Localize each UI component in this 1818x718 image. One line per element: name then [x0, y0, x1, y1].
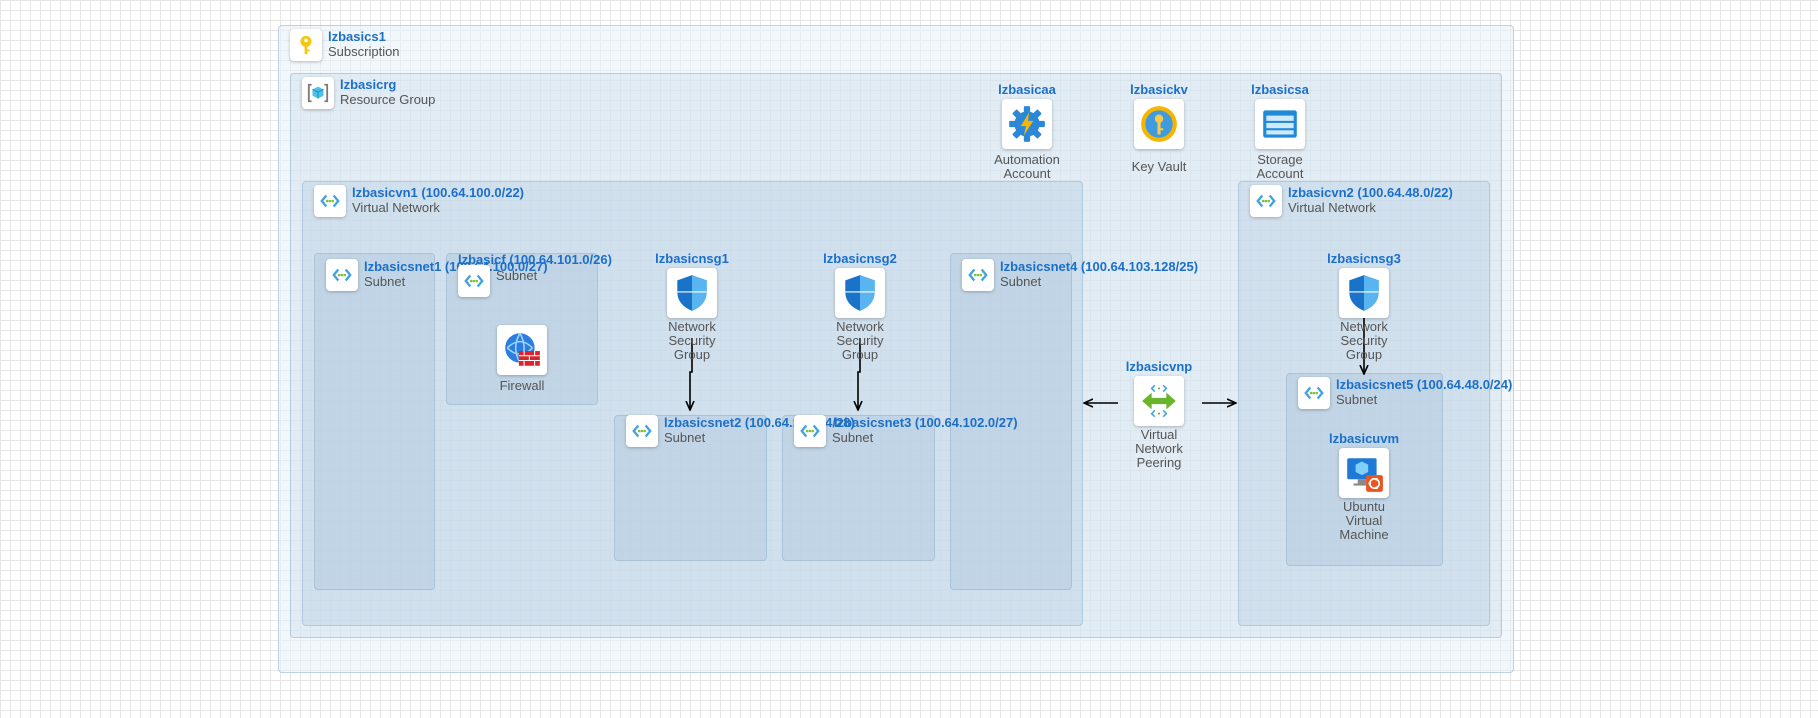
vnet2-type: Virtual Network — [1288, 200, 1376, 215]
nsg1-caption: Network Security Group — [668, 319, 716, 362]
resource-group-type: Resource Group — [340, 92, 436, 107]
snet4-type: Subnet — [1000, 274, 1042, 289]
key-vault-name: lzbasickv — [1130, 82, 1188, 97]
ubuntu-vm-node[interactable]: lzbasicuvm Ubuntu Virtual Machine — [1304, 431, 1424, 542]
subnet-icon — [326, 259, 358, 291]
automation-account-node[interactable]: lzbasicaa Automation Account — [967, 82, 1087, 181]
vnet1-name: lzbasicvn1 (100.64.100.0/22) — [352, 185, 525, 200]
ubuntu-vm-name: lzbasicuvm — [1328, 431, 1400, 446]
snet1-container[interactable] — [314, 253, 435, 590]
snet2-type: Subnet — [664, 430, 706, 445]
key-vault-caption: Key Vault — [1131, 159, 1187, 174]
automation-account-caption: Automation Account — [994, 152, 1060, 181]
subnet-icon — [962, 259, 994, 291]
snet3-header: lzbasicsnet3 (100.64.102.0/27)Subnet — [794, 415, 1018, 447]
snet5-type: Subnet — [1336, 392, 1378, 407]
snet1-type: Subnet — [364, 274, 406, 289]
nsg1-node[interactable]: lzbasicnsg1 Network Security Group — [632, 251, 752, 362]
resource-group-icon — [302, 77, 334, 109]
subnet-icon — [458, 265, 490, 297]
vnet-peering-caption: Virtual Network Peering — [1135, 427, 1183, 470]
snetf-name: lzbasicf (100.64.101.0/26) — [458, 252, 612, 267]
peering-icon — [1134, 376, 1184, 426]
key-icon — [290, 29, 322, 61]
nsg2-node[interactable]: lzbasicnsg2 Network Security Group — [800, 251, 920, 362]
nsg3-caption: Network Security Group — [1340, 319, 1388, 362]
automation-account-name: lzbasicaa — [998, 82, 1056, 97]
shield-icon — [835, 268, 885, 318]
snet4-header: lzbasicsnet4 (100.64.103.128/25)Subnet — [962, 259, 1198, 291]
snet4-name: lzbasicsnet4 (100.64.103.128/25) — [1000, 259, 1199, 274]
ubuntu-vm-icon — [1339, 448, 1389, 498]
nsg2-name: lzbasicnsg2 — [823, 251, 897, 266]
snet1-header: lzbasicsnet1 (100.64.100.0/27)Subnet — [326, 259, 548, 291]
subnet-icon — [794, 415, 826, 447]
snet4-container[interactable] — [950, 253, 1072, 590]
firewall-node[interactable]: Firewall — [462, 325, 582, 393]
vnet2-container[interactable] — [1238, 181, 1490, 626]
automation-gear-icon — [1002, 99, 1052, 149]
firewall-icon — [497, 325, 547, 375]
vnet-peering-name: lzbasicvnp — [1125, 359, 1193, 374]
subnet-icon — [626, 415, 658, 447]
shield-icon — [667, 268, 717, 318]
storage-account-name: lzbasicsa — [1251, 82, 1309, 97]
shield-icon — [1339, 268, 1389, 318]
storage-account-node[interactable]: lzbasicsa Storage Account — [1220, 82, 1340, 181]
virtual-network-icon — [1250, 185, 1282, 217]
subscription-type: Subscription — [328, 44, 400, 59]
subnet-icon — [1298, 377, 1330, 409]
vnet2-header: lzbasicvn2 (100.64.48.0/22)Virtual Netwo… — [1250, 185, 1453, 217]
ubuntu-vm-caption: Ubuntu Virtual Machine — [1339, 499, 1389, 542]
vnet-peering-node[interactable]: lzbasicvnp Virtual Network Peering — [1099, 359, 1219, 470]
resource-group-container[interactable] — [290, 73, 1502, 638]
virtual-network-icon — [314, 185, 346, 217]
key-vault-node[interactable]: lzbasickv Key Vault — [1099, 82, 1219, 174]
vnet2-name: lzbasicvn2 (100.64.48.0/22) — [1288, 185, 1453, 200]
nsg1-name: lzbasicnsg1 — [655, 251, 729, 266]
nsg3-node[interactable]: lzbasicnsg3 Network Security Group — [1304, 251, 1424, 362]
snet3-name: lzbasicsnet3 (100.64.102.0/27) — [834, 415, 1018, 430]
vnet1-header: lzbasicvn1 (100.64.100.0/22)Virtual Netw… — [314, 185, 524, 217]
snetf-header: lzbasicf (100.64.101.0/26)Subnet — [458, 252, 650, 297]
key-vault-icon — [1134, 99, 1184, 149]
snet1-name: lzbasicsnet1 (100.64.100.0/27) — [364, 259, 548, 274]
subscription-name: lzbasics1 — [328, 29, 386, 44]
nsg3-name: lzbasicnsg3 — [1327, 251, 1401, 266]
firewall-caption: Firewall — [499, 378, 545, 393]
storage-account-icon — [1255, 99, 1305, 149]
storage-account-caption: Storage Account — [1256, 152, 1304, 181]
snet3-type: Subnet — [832, 430, 874, 445]
nsg2-caption: Network Security Group — [836, 319, 884, 362]
resource-group-name: lzbasicrg — [340, 77, 397, 92]
snetf-type: Subnet — [496, 268, 538, 283]
snet5-header: lzbasicsnet5 (100.64.48.0/24)Subnet — [1298, 377, 1512, 409]
vnet1-type: Virtual Network — [352, 200, 440, 215]
snet5-name: lzbasicsnet5 (100.64.48.0/24) — [1336, 377, 1513, 392]
